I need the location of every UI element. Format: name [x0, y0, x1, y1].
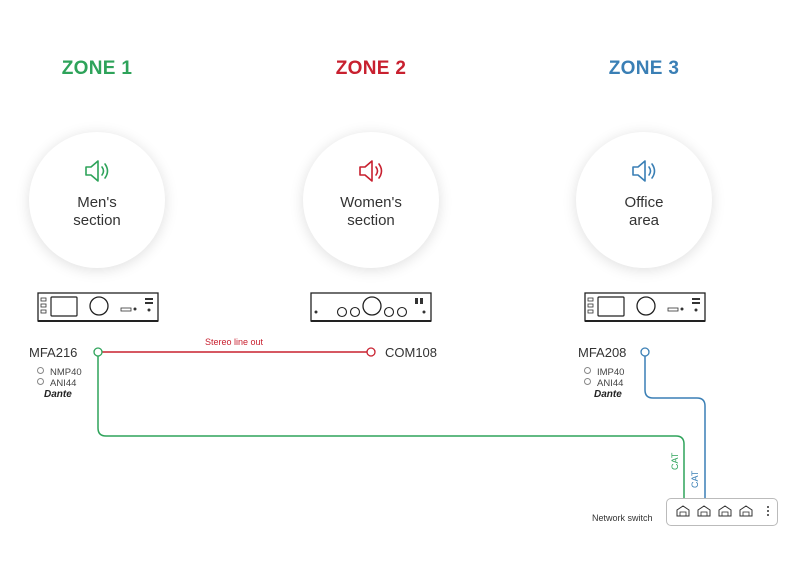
mfa216-device-image [37, 292, 159, 322]
ethernet-port-icon [697, 505, 711, 517]
mfa216-module-2: ANI44 [37, 378, 76, 389]
module-dot-icon [584, 378, 591, 385]
mfa208-module-2: ANI44 [584, 378, 623, 389]
ethernet-port-icon [739, 505, 753, 517]
mfa208-port [640, 347, 650, 357]
zone-1-area: Men's section [29, 132, 165, 268]
zone-1-label: Men's section [73, 194, 121, 229]
zone-1-title: ZONE 1 [61, 58, 133, 79]
more-vertical-icon [767, 506, 769, 516]
stereo-line-label: Stereo line out [205, 337, 264, 347]
mfa216-name: MFA216 [29, 345, 78, 360]
mfa208-device-image [584, 292, 706, 322]
mfa216-dante-logo: Dante [44, 389, 72, 400]
cat-label-blue: CAT [690, 470, 700, 488]
com108-device-image [310, 292, 432, 322]
speaker-icon [632, 160, 656, 182]
speaker-icon [85, 160, 109, 182]
speaker-icon [359, 160, 383, 182]
cat-green-connection [97, 356, 685, 502]
module-dot-icon [584, 367, 591, 374]
ethernet-port-icon [718, 505, 732, 517]
mfa208-dante-logo: Dante [594, 389, 622, 400]
module-dot-icon [37, 378, 44, 385]
mfa208-module-1: IMP40 [584, 367, 624, 378]
zone-2-area: Women's section [303, 132, 439, 268]
mfa216-port [93, 347, 103, 357]
mfa208-name: MFA208 [578, 345, 627, 360]
zone-2-label: Women's section [340, 194, 402, 229]
module-dot-icon [37, 367, 44, 374]
com108-port [366, 347, 376, 357]
cat-blue-connection [644, 356, 706, 502]
network-switch [666, 498, 778, 526]
zone-3-label: Office area [624, 194, 664, 229]
zone-3-title: ZONE 3 [608, 58, 680, 79]
zone-3-area: Office area [576, 132, 712, 268]
network-switch-label: Network switch [592, 513, 653, 523]
mfa216-module-1: NMP40 [37, 367, 82, 378]
cat-label-green: CAT [670, 452, 680, 470]
ethernet-port-icon [676, 505, 690, 517]
zone-2-title: ZONE 2 [335, 58, 407, 79]
com108-name: COM108 [385, 345, 438, 360]
